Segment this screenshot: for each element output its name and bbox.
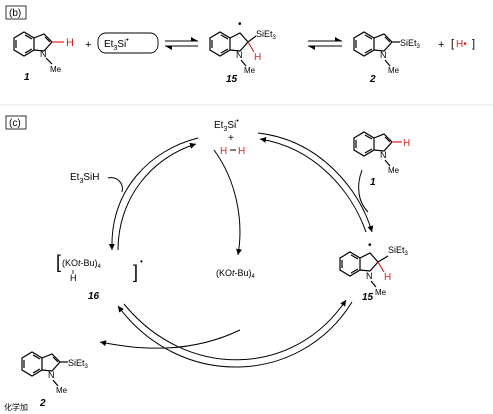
compound-15-structure-b: • SiEt3 H N Me bbox=[209, 19, 277, 75]
svg-text:•: • bbox=[140, 257, 143, 266]
compound-label-2-b: 2 bbox=[369, 74, 376, 85]
compound-label-16: 16 bbox=[88, 291, 100, 302]
svg-text:Me: Me bbox=[388, 166, 400, 175]
cycle-arrow-center bbox=[213, 149, 242, 256]
compound-label-1: 1 bbox=[24, 72, 30, 83]
me-2b: Me bbox=[388, 66, 400, 75]
compound-1-structure-c: H N Me bbox=[353, 131, 410, 175]
product-release-arrow bbox=[99, 329, 241, 349]
compound-label-1-c: 1 bbox=[370, 177, 376, 188]
et3si-si: Si bbox=[117, 39, 126, 50]
cycle-arrow-right-inner bbox=[259, 136, 367, 233]
panel-b-tag-box bbox=[5, 5, 27, 20]
cycle-arrow-bottom-inner bbox=[123, 299, 347, 361]
plus-sign-2: + bbox=[438, 39, 444, 51]
et3si-et: Et bbox=[104, 39, 114, 50]
et3sih-entry-curve bbox=[107, 177, 123, 193]
svg-text:Me: Me bbox=[56, 386, 68, 395]
svg-text:N: N bbox=[48, 370, 55, 380]
radical-dot-15b: • bbox=[238, 19, 242, 30]
svg-text:SiEt3: SiEt3 bbox=[68, 358, 89, 370]
n-atom: N bbox=[40, 49, 47, 59]
svg-text:H: H bbox=[238, 146, 245, 157]
panel-b-tag: (b) bbox=[9, 8, 21, 19]
svg-text:H: H bbox=[70, 273, 77, 283]
et3sih-et: Et bbox=[70, 172, 80, 183]
svg-text:SiEt3: SiEt3 bbox=[256, 29, 277, 41]
bracket-right-h: ] bbox=[472, 38, 475, 50]
svg-text:N: N bbox=[366, 271, 373, 281]
panel-c: (c) Et3Si• + H H Et3SiH H N Me 1 bbox=[5, 115, 410, 409]
svg-text:H: H bbox=[384, 272, 391, 283]
svg-text:(KOt-Bu)4: (KOt-Bu)4 bbox=[62, 258, 102, 270]
siet3-2b: SiEt bbox=[400, 38, 417, 48]
compound-15-structure-c: • SiEt3 H N Me bbox=[339, 240, 409, 297]
bracket-left-h: [ bbox=[451, 38, 454, 50]
svg-text:Et3SiH: Et3SiH bbox=[70, 172, 99, 185]
svg-text:[: [ bbox=[56, 252, 61, 272]
et3si-radical-box bbox=[97, 32, 159, 54]
et3si-top-et: Et bbox=[214, 120, 224, 131]
et3si-dot: • bbox=[126, 37, 129, 44]
equilibrium-arrow-2 bbox=[308, 37, 342, 50]
svg-text:Et3Si•: Et3Si• bbox=[214, 118, 239, 133]
svg-text:SiEt3: SiEt3 bbox=[400, 38, 421, 50]
complex-16: [ (KOt-Bu)4 H ] • bbox=[56, 252, 143, 283]
compound-2-structure-b: SiEt3 N Me bbox=[353, 31, 421, 75]
cycle-arrow-left-outer bbox=[108, 137, 199, 251]
red-h-15b: H bbox=[254, 52, 261, 63]
equilibrium-arrow-1 bbox=[165, 37, 198, 50]
compound-1-structure: H N Me bbox=[13, 31, 74, 74]
compound-label-15-b: 15 bbox=[226, 74, 238, 85]
watermark-text: 化学加 bbox=[4, 402, 28, 412]
svg-text:Me: Me bbox=[375, 288, 387, 297]
plus-sign: + bbox=[85, 39, 91, 51]
panel-c-tag: (c) bbox=[9, 118, 21, 129]
panel-b: (b) H N Me 1 + Et3Si• bbox=[5, 5, 475, 85]
svg-text:•: • bbox=[368, 240, 372, 251]
compound-1-entry-curve bbox=[358, 169, 369, 213]
sieт3-15b: SiEt bbox=[256, 29, 273, 39]
cycle-arrow-left-inner bbox=[117, 142, 197, 251]
compound-label-2-c: 2 bbox=[39, 398, 46, 409]
svg-text:]: ] bbox=[133, 262, 138, 282]
cycle-arrow-right-outer bbox=[257, 132, 374, 233]
h-radical: H• bbox=[456, 39, 467, 50]
panel-c-tag-box bbox=[5, 115, 27, 130]
me-group: Me bbox=[50, 65, 62, 74]
kotbu4-catalyst: (KOt-Bu)4 bbox=[216, 268, 256, 280]
benzene-ring bbox=[13, 31, 35, 57]
me-15b: Me bbox=[244, 66, 256, 75]
compound-2-structure-c: SiEt3 N Me bbox=[21, 351, 89, 395]
compound-label-15-c: 15 bbox=[362, 292, 374, 303]
red-h-atom: H bbox=[66, 37, 74, 49]
n-atom-2b: N bbox=[380, 50, 387, 60]
h-h-product: H bbox=[220, 146, 227, 157]
cycle-arrow-bottom-outer bbox=[117, 301, 353, 368]
svg-text:SiEt3: SiEt3 bbox=[388, 245, 409, 257]
svg-text:N: N bbox=[380, 150, 387, 160]
plus-sign-top: + bbox=[228, 133, 234, 144]
n-atom-15b: N bbox=[236, 50, 243, 60]
red-h-1c: H bbox=[403, 138, 410, 149]
svg-text:Et3Si•: Et3Si• bbox=[104, 37, 129, 52]
et3si-sub: 3 bbox=[113, 45, 117, 52]
